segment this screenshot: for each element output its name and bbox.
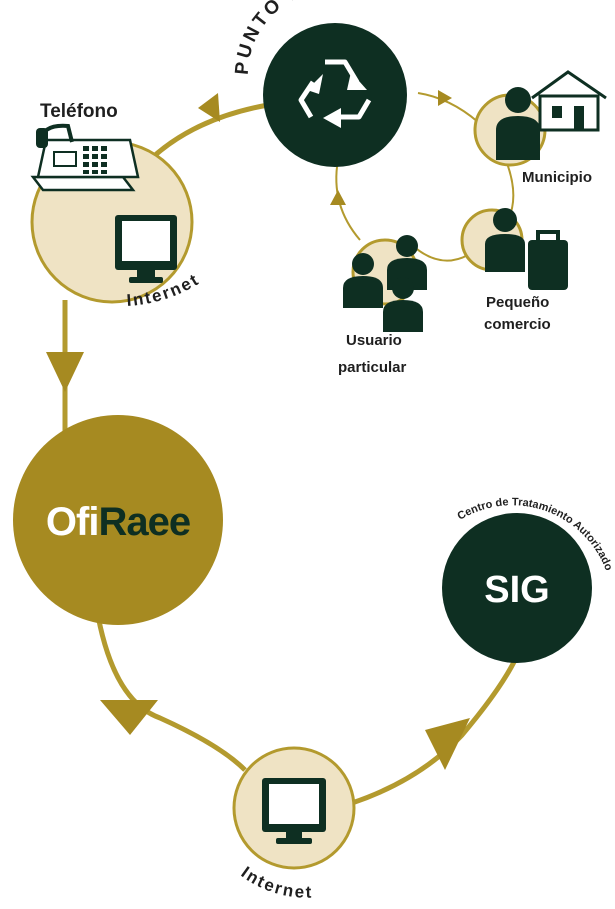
punto-limpio-circle bbox=[263, 23, 407, 167]
arrowhead-internet-ofiraee bbox=[46, 352, 84, 392]
sig-label: SIG bbox=[484, 569, 549, 611]
person-icon bbox=[485, 208, 525, 272]
telefono-internet-node: Teléfono Internet bbox=[30, 101, 201, 310]
sig-node: SIG Centro de Tratamiento Autorizado bbox=[442, 496, 615, 663]
person-icon bbox=[496, 87, 540, 160]
ofiraee-prefix: Ofi bbox=[46, 500, 99, 544]
municipio-label: Municipio bbox=[522, 169, 592, 186]
flow-lines bbox=[46, 90, 518, 806]
arrowhead-ofiraee-internet bbox=[100, 700, 158, 735]
usuario-particular-node: Usuario particular bbox=[338, 235, 427, 376]
monitor-icon bbox=[115, 215, 177, 283]
punto-limpio-node: PUNTO LIMPIO bbox=[232, 0, 407, 167]
pequeno-comercio-line2: comercio bbox=[484, 316, 551, 333]
sig-circle bbox=[442, 513, 592, 663]
pequeno-comercio-line1: Pequeño bbox=[486, 294, 549, 311]
people-group-icon bbox=[343, 235, 427, 332]
ofiraee-suffix: Raee bbox=[98, 500, 190, 544]
arrowhead-punto-telefono bbox=[198, 93, 220, 122]
arrowhead-internet-sig bbox=[425, 718, 470, 770]
telefono-label: Teléfono bbox=[40, 101, 118, 122]
ofiraee-logo: OfiRaee bbox=[46, 500, 190, 544]
monitor-icon bbox=[262, 778, 326, 844]
usuario-particular-line2: particular bbox=[338, 359, 407, 376]
bag-icon bbox=[528, 230, 568, 290]
usuario-particular-line1: Usuario bbox=[346, 332, 402, 349]
ofiraee-node: OfiRaee bbox=[13, 415, 223, 625]
pequeno-comercio-node: Pequeño comercio bbox=[460, 208, 568, 333]
recycle-icon bbox=[298, 59, 372, 128]
connector-ofiraee-internet bbox=[92, 597, 247, 772]
connector-internet-sig bbox=[351, 658, 518, 806]
arrowhead-usuario-punto bbox=[330, 190, 346, 205]
telephone-icon bbox=[30, 123, 140, 192]
arrowhead-municipio-punto bbox=[438, 90, 452, 106]
ofiraee-circle bbox=[13, 415, 223, 625]
internet-bottom-node: Internet bbox=[232, 746, 356, 902]
house-icon bbox=[531, 70, 607, 132]
connector-comercio-usuario bbox=[411, 244, 469, 262]
connector-municipio-punto bbox=[417, 92, 479, 123]
municipio-node: Municipio bbox=[473, 70, 607, 186]
